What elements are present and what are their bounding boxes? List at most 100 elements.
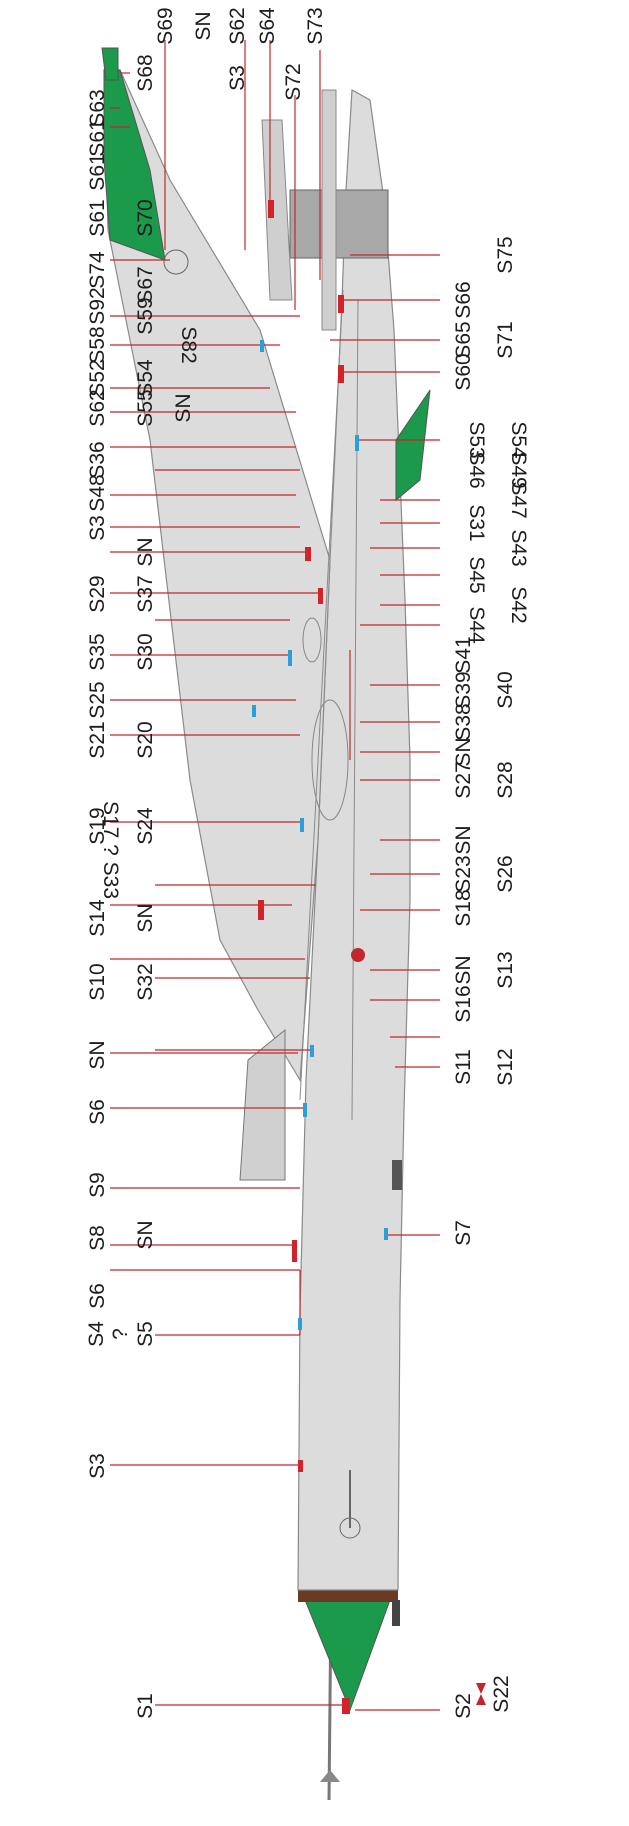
stencil-mark — [310, 1045, 314, 1057]
stencil-mark — [355, 435, 359, 451]
label-s73: S73 — [304, 7, 327, 44]
label-s11: S11 — [452, 1049, 475, 1085]
stencil-mark — [288, 650, 292, 666]
label-s47: S47 — [507, 481, 530, 518]
stencil-triangle — [476, 1683, 486, 1694]
label-s62-a: S62 — [86, 389, 109, 426]
label-sn-d: SN — [452, 955, 475, 984]
red-panel-dot — [351, 948, 365, 962]
stencil-mark — [292, 1240, 297, 1262]
label-s7: S7 — [452, 1220, 475, 1246]
label-sn-g: SN — [134, 537, 157, 566]
label-s30: S30 — [134, 633, 157, 670]
label-s26: S26 — [494, 855, 517, 892]
label-sn-f: SN — [452, 737, 475, 766]
label-s68: S68 — [134, 54, 157, 91]
label-s38: S38 — [452, 703, 475, 740]
label-s39: S39 — [452, 671, 475, 708]
label-s9: S9 — [86, 1172, 109, 1198]
belly-tank — [311, 699, 349, 821]
label-s5: S5 — [134, 1321, 157, 1347]
label-sn-b: SN — [86, 1040, 109, 1069]
label-s63: S63 — [86, 89, 109, 126]
stabilator — [321, 89, 337, 331]
label-s6-a: S6 — [86, 1283, 109, 1309]
label-s27: S27 — [452, 761, 475, 798]
label-s3-mid: S3 — [86, 515, 109, 541]
label-s40: S40 — [494, 671, 517, 708]
label-s44: S44 — [465, 606, 488, 644]
label-s74: S74 — [86, 251, 109, 289]
stencil-mark — [260, 340, 264, 352]
label-s29: S29 — [86, 575, 109, 612]
stencil-mark — [298, 1460, 303, 1472]
antenna-a — [392, 1600, 400, 1626]
stencil-mark — [258, 900, 264, 920]
radome-ring — [298, 1588, 398, 1602]
stencil-mark — [268, 200, 274, 218]
stencil-mark — [303, 1103, 307, 1117]
label-s54-top: S54 — [134, 359, 157, 397]
label-s23: S23 — [452, 855, 475, 892]
label-sn-c: SN — [134, 903, 157, 932]
stencil-mark — [300, 818, 304, 832]
leader-lines — [110, 40, 440, 1711]
canopy — [239, 1028, 286, 1181]
label-s25: S25 — [86, 681, 109, 718]
stencil-mark — [342, 1698, 350, 1714]
label-s6-b: S6 — [86, 1099, 109, 1125]
label-s61-a: S61 — [86, 199, 109, 236]
label-s36: S36 — [86, 441, 109, 478]
label-s37: S37 — [134, 575, 157, 612]
label-s22: S22 — [490, 1675, 513, 1712]
label-s21: S21 — [86, 721, 109, 758]
label-s41: S41 — [452, 636, 475, 673]
label-s1: S1 — [134, 1693, 157, 1719]
label-s64: S64 — [256, 7, 279, 45]
pitot-vane — [320, 1770, 340, 1782]
label-s61-b: S61 — [86, 153, 109, 190]
label-s46: S46 — [465, 451, 488, 488]
label-s4: S4 — [85, 1321, 108, 1347]
label-s31: S31 — [465, 504, 488, 541]
stencil-mark — [298, 1318, 302, 1330]
ventral-fin — [395, 389, 431, 502]
mid-ellipse — [302, 617, 322, 663]
label-s55: S55 — [134, 389, 157, 426]
label-s20: S20 — [134, 721, 157, 758]
label-s49: S49 — [507, 451, 530, 488]
radome — [304, 1599, 391, 1712]
callout-labels: S1 S2 S22 S3 S4 ? S5 S6 S8 SN S9 S6 S7 S… — [85, 7, 530, 1719]
wingtip-cap — [101, 47, 119, 81]
label-sn-i: SN — [192, 11, 215, 40]
label-s32: S32 — [134, 963, 157, 1000]
label-s42: S42 — [507, 586, 530, 623]
label-s13: S13 — [494, 951, 517, 988]
label-s58: S58 — [86, 326, 109, 363]
label-s54-bot: S54 — [507, 421, 530, 459]
label-s66: S66 — [452, 281, 475, 318]
label-sn-a: SN — [134, 1220, 157, 1249]
exhaust-nozzle — [289, 189, 389, 259]
label-s3-tail: S3 — [226, 65, 249, 91]
label-s24: S24 — [134, 807, 157, 845]
label-s65: S65 — [452, 321, 475, 358]
label-s52: S52 — [86, 359, 109, 396]
stencil-triangle — [476, 1694, 486, 1705]
label-s60: S60 — [452, 353, 475, 390]
label-s75: S75 — [494, 236, 517, 273]
stencil-mark — [318, 588, 323, 604]
spine-line — [299, 289, 344, 1101]
label-s28: S28 — [494, 761, 517, 798]
label-s16: S16 — [452, 985, 475, 1022]
stencil-mark — [384, 1228, 388, 1240]
label-s62-b: S62 — [226, 7, 249, 44]
label-s71: S71 — [494, 321, 517, 358]
label-s69: S69 — [154, 7, 177, 44]
stencil-mark — [338, 295, 344, 313]
label-sn-e: SN — [452, 825, 475, 854]
stencil-marks — [252, 200, 486, 1714]
label-s14: S14 — [86, 899, 109, 937]
label-s43: S43 — [507, 529, 530, 566]
